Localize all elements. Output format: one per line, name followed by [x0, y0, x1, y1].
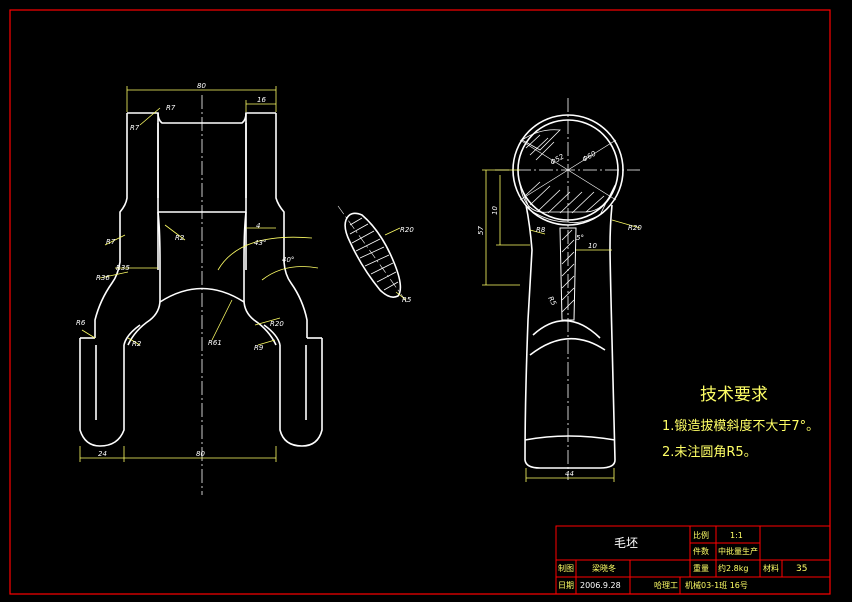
section-view: R20 R5 — [337, 205, 414, 305]
tb-qty-label: 件数 — [693, 546, 709, 556]
tb-drawn-value: 梁晓冬 — [592, 563, 616, 573]
dim-slot: 16 — [257, 96, 266, 104]
tb-weight-value: 约2.8kg — [718, 563, 748, 573]
dim-r2b: R2 — [132, 340, 142, 348]
dim-bottom-80: 80 — [196, 450, 205, 458]
dim-r36: R36 — [96, 274, 110, 282]
tb-class: 机械03-1班 16号 — [685, 580, 748, 590]
dim-bottom-24: 24 — [98, 450, 107, 458]
dim-a40: 40° — [282, 256, 294, 264]
dim-ang5: 5° — [576, 234, 584, 242]
section-r20: R20 — [400, 226, 414, 234]
notes-line2: 2.未注圆角R5。 — [662, 445, 757, 460]
dim-d4: 4 — [256, 222, 260, 230]
dim-r7a: R7 — [130, 124, 140, 132]
dim-r8: R8 — [536, 226, 546, 234]
right-view-hatch — [519, 129, 616, 321]
dim-r20: R20 — [628, 224, 642, 232]
dim-bottom-44: 44 — [565, 470, 574, 478]
dim-h10: 10 — [491, 206, 499, 215]
notes-title: 技术要求 — [700, 385, 768, 405]
tb-name: 毛坯 — [614, 536, 638, 550]
tech-notes: 技术要求 1.锻造拔模斜度不大于7°。 2.未注圆角R5。 — [662, 385, 819, 460]
drawing-frame — [9, 9, 831, 595]
dim-top-width: 80 — [197, 82, 206, 90]
dim-r5: R5 — [546, 295, 558, 308]
dim-r7c: R7 — [106, 238, 116, 246]
dim-r9: R9 — [254, 344, 264, 352]
dim-h57: 57 — [477, 226, 485, 235]
tb-qty-value: 中批量生产 — [718, 546, 758, 556]
dim-r61: R61 — [208, 339, 222, 347]
tb-material-label: 材料 — [763, 563, 779, 573]
tb-date-label: 日期 — [558, 581, 574, 590]
tb-drawn-label: 制图 — [558, 563, 574, 573]
left-view-labels: 80 16 R7 R7 R2 R7 R35 R36 R6 R2 R61 R20 … — [76, 82, 294, 458]
right-view-labels: Φ52 Φ60 10 57 R8 5° 10 R20 R5 44 — [477, 149, 642, 478]
dim-r20: R20 — [270, 320, 284, 328]
dim-r35: R35 — [116, 264, 130, 272]
left-view — [79, 112, 323, 447]
dim-d60: Φ60 — [581, 149, 598, 163]
dim-d52: Φ52 — [549, 152, 566, 166]
tb-date-value: 2006.9.28 — [580, 581, 621, 590]
tb-material-value: 35 — [796, 564, 807, 574]
tb-scale-value: 1:1 — [730, 531, 743, 540]
tb-school: 哈理工 — [654, 580, 678, 590]
title-block: 毛坯 比例 1:1 件数 中批量生产 重量 约2.8kg 材料 35 制图 梁晓… — [555, 525, 831, 595]
dim-w10: 10 — [588, 242, 597, 250]
dim-a43: 43° — [254, 239, 266, 247]
right-view-dimensions — [482, 169, 641, 482]
dim-r7b: R7 — [166, 104, 176, 112]
left-view-dimensions — [79, 86, 319, 462]
notes-line1: 1.锻造拔模斜度不大于7°。 — [662, 418, 819, 434]
tb-weight-label: 重量 — [693, 563, 709, 573]
tb-scale-label: 比例 — [693, 530, 709, 540]
dim-r6: R6 — [76, 319, 86, 327]
dim-r2: R2 — [175, 234, 185, 242]
section-r5: R5 — [402, 296, 412, 304]
